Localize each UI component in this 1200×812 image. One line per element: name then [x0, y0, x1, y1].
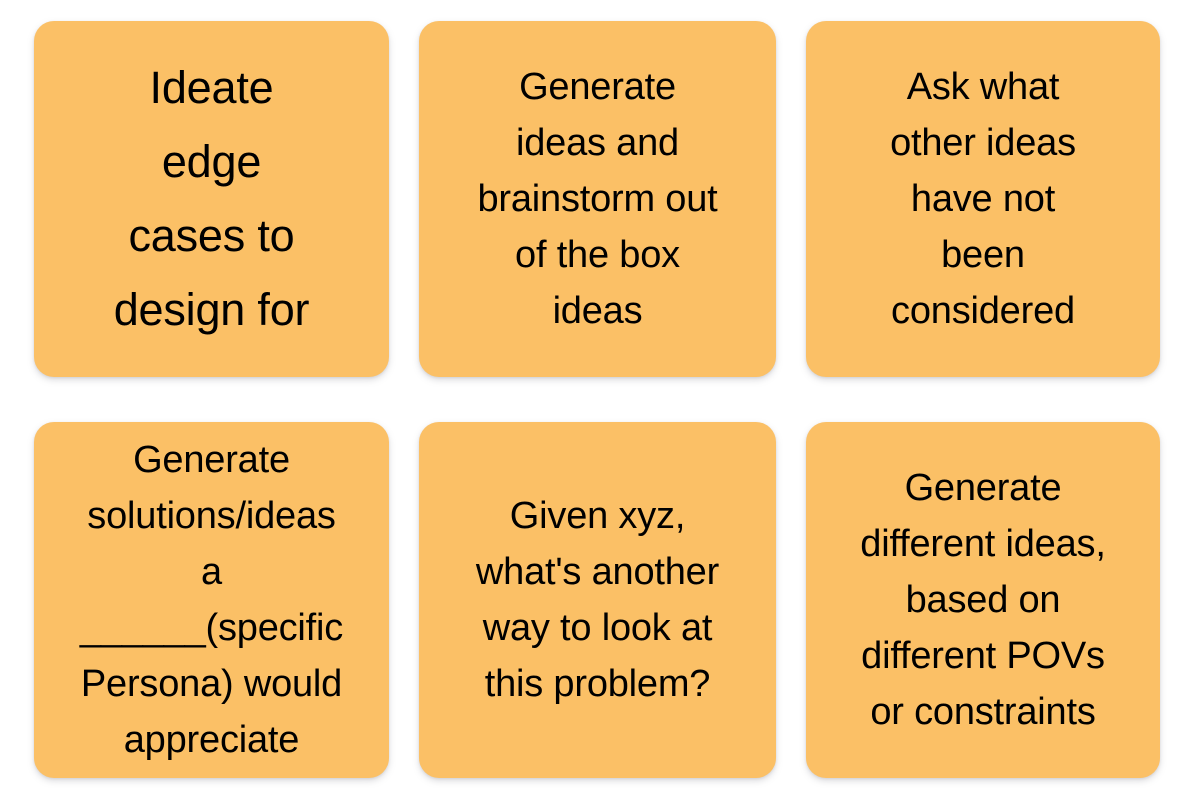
prompt-card[interactable]: Ideate edge cases to design for [34, 21, 389, 377]
prompt-card[interactable]: Ask what other ideas have not been consi… [806, 21, 1160, 377]
prompt-card-text: Generate solutions/ideas a ______(specif… [79, 439, 344, 761]
prompt-card-text: Generate ideas and brainstorm out of the… [477, 66, 718, 332]
prompt-card-text: Generate different ideas, based on diffe… [860, 467, 1106, 733]
prompt-card-text: Ask what other ideas have not been consi… [890, 66, 1076, 332]
prompt-card-text: Ideate edge cases to design for [113, 62, 310, 335]
prompt-card-text: Given xyz, what's another way to look at… [475, 495, 720, 705]
prompt-card[interactable]: Generate different ideas, based on diffe… [806, 422, 1160, 778]
prompt-card[interactable]: Generate ideas and brainstorm out of the… [419, 21, 776, 377]
prompt-card[interactable]: Generate solutions/ideas a ______(specif… [34, 422, 389, 778]
prompt-card[interactable]: Given xyz, what's another way to look at… [419, 422, 776, 778]
